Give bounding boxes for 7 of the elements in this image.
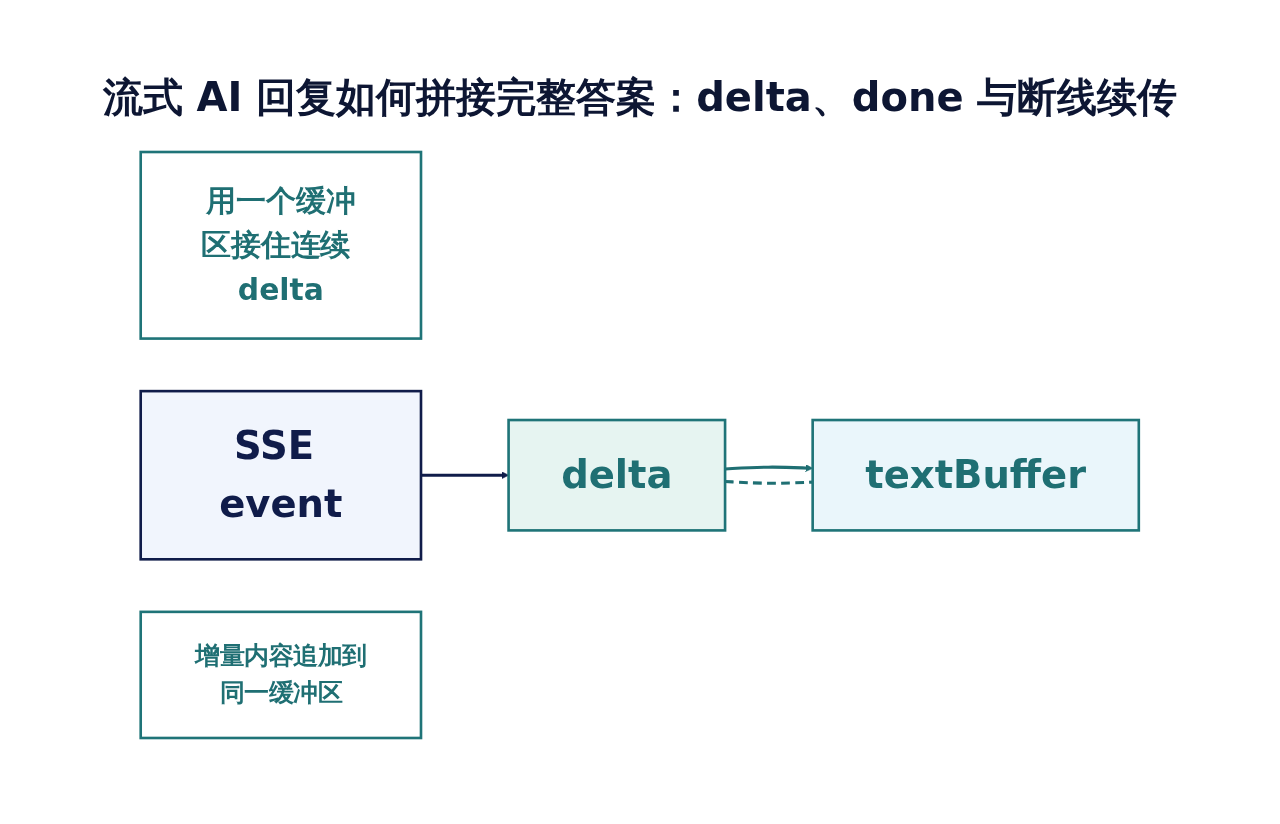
node-box: SSE event [139,389,423,561]
node-box: delta [507,418,727,532]
node-box: 用一个缓冲区接住连续 delta [139,150,423,340]
node-box: textBuffer [811,418,1141,532]
node-box: 增量内容追加到同一缓冲区 [139,610,423,740]
title: 流式 AI 回复如何拼接完整答案：delta、done 与断线续传 [101,73,1179,122]
connector [725,479,813,485]
